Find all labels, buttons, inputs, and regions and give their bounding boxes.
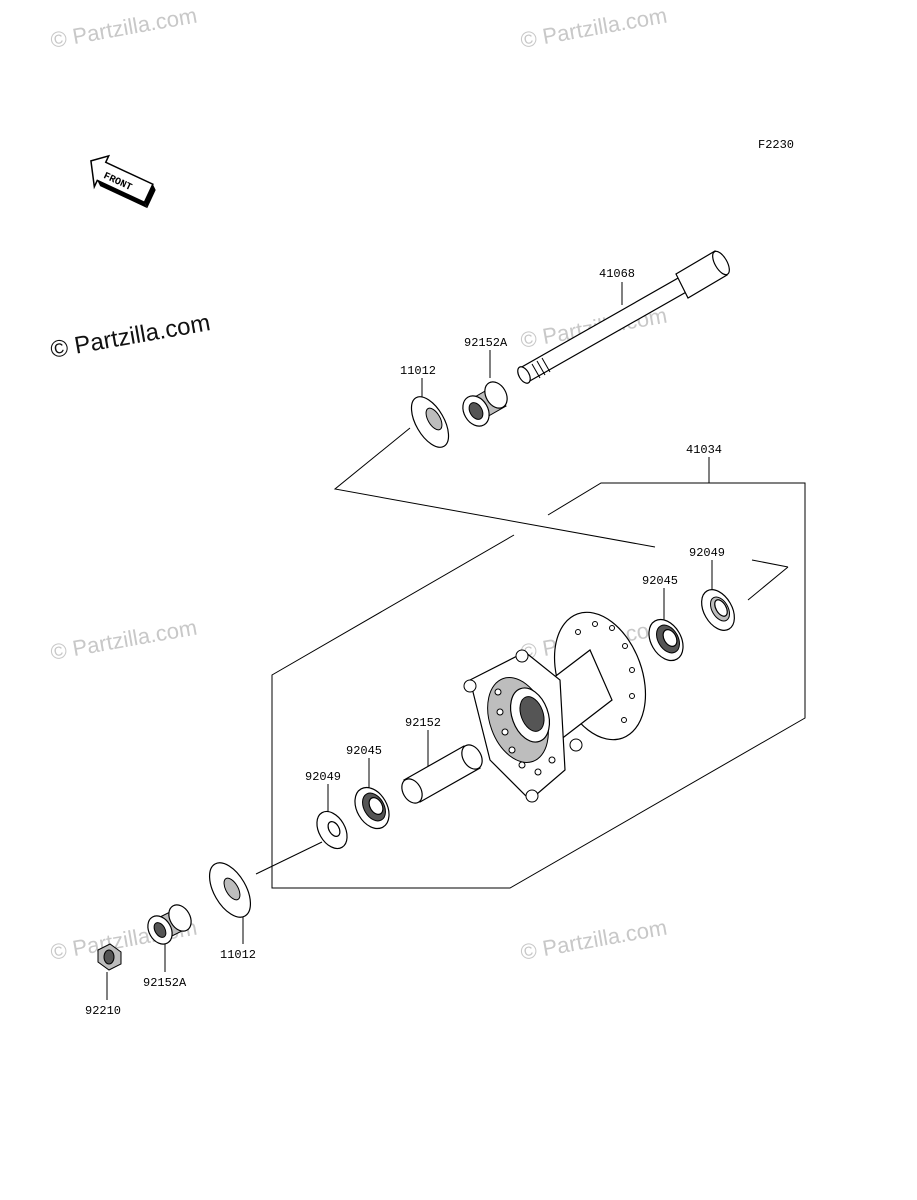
label-hub-assy: 41034	[686, 443, 722, 457]
diagram-code: F2230	[758, 138, 794, 152]
leader-lines	[106, 282, 806, 1000]
spacer	[401, 744, 483, 804]
label-spacer: 92152	[405, 716, 441, 730]
label-axle: 41068	[599, 267, 635, 281]
axle	[517, 250, 730, 384]
label-seal-left: 92049	[305, 770, 341, 784]
seal-right	[701, 589, 735, 631]
watermark: © Partzilla.com	[519, 915, 669, 965]
collar-bottom	[147, 904, 192, 945]
cover-top	[410, 396, 450, 448]
label-nut: 92210	[85, 1004, 121, 1018]
seal-left	[316, 810, 348, 850]
label-cover-bottom: 11012	[220, 948, 256, 962]
label-seal-right: 92049	[689, 546, 725, 560]
collar-top	[462, 381, 508, 427]
front-arrow-icon: FRONT	[90, 154, 156, 209]
bearing-right	[648, 618, 684, 662]
label-collar-top: 92152A	[464, 336, 508, 350]
label-cover-top: 11012	[400, 364, 436, 378]
cover-bottom	[208, 862, 252, 918]
watermark: © Partzilla.com	[519, 3, 669, 53]
nut	[97, 943, 122, 971]
label-bearing-right: 92045	[642, 574, 678, 588]
watermark: © Partzilla.com	[49, 615, 199, 665]
wheel-hub	[463, 611, 647, 803]
label-bearing-left: 92045	[346, 744, 382, 758]
watermark-main: © Partzilla.com	[48, 309, 212, 364]
label-collar-bottom: 92152A	[143, 976, 187, 990]
bearing-left	[354, 786, 390, 830]
watermark: © Partzilla.com	[49, 3, 199, 53]
